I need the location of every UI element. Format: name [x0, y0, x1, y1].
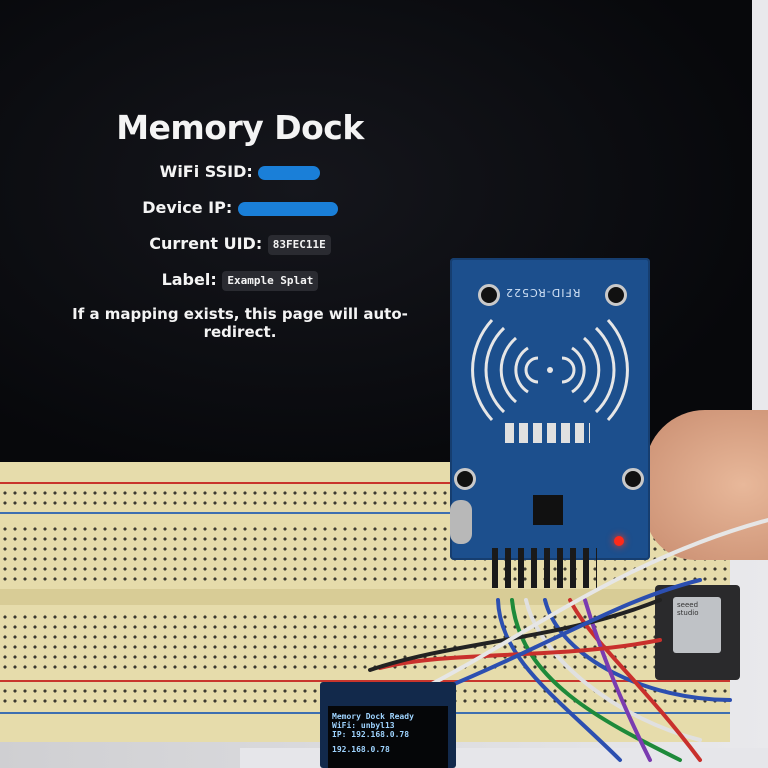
mfrc522-chip	[533, 495, 563, 525]
redirect-note: If a mapping exists, this page will auto…	[72, 305, 408, 341]
wire-green	[510, 598, 682, 762]
current-uid-label: Current UID:	[149, 234, 263, 253]
oled-display: Memory Dock Ready WiFi: unbyl13 IP: 192.…	[320, 682, 456, 768]
memory-dock-page: Memory Dock WiFi SSID: Device IP: Curren…	[40, 100, 440, 341]
page-title: Memory Dock	[116, 108, 364, 147]
wire-purple	[583, 598, 652, 762]
capacitor-pads	[505, 423, 590, 443]
wire-blue	[496, 598, 622, 762]
antenna-icon	[471, 318, 629, 422]
power-led	[614, 536, 624, 546]
crystal	[450, 500, 472, 544]
device-ip-label: Device IP:	[142, 198, 233, 217]
wifi-ssid-redacted	[258, 165, 321, 180]
oled-line-1: Memory Dock Ready	[332, 712, 414, 721]
wire-blue-3	[438, 578, 702, 692]
wire-white	[524, 598, 702, 742]
header-pins	[492, 548, 597, 588]
wire-red-2	[378, 638, 662, 670]
mount-hole	[478, 284, 500, 306]
center-channel	[0, 589, 730, 605]
oled-line-3: IP: 192.168.0.78	[332, 730, 410, 739]
wire-blue-2	[543, 598, 732, 702]
label-value: Example Splat	[222, 270, 319, 291]
rail-red-bottom	[0, 680, 730, 682]
wire-white-2	[418, 518, 768, 692]
device-ip-row: Device IP:	[40, 197, 440, 219]
oled-line-2: WiFi: unbyl13	[332, 721, 395, 730]
oled-screen: Memory Dock Ready WiFi: unbyl13 IP: 192.…	[328, 706, 448, 768]
xiao-board: seeed studio	[655, 585, 740, 680]
rail-blue	[0, 512, 730, 514]
label-row: Label: Example Splat	[40, 269, 440, 291]
hand	[645, 410, 768, 560]
mount-hole	[622, 468, 644, 490]
rfid-module: RFID-RC522	[450, 258, 650, 560]
wifi-ssid-row: WiFi SSID:	[40, 161, 440, 183]
mount-hole	[454, 468, 476, 490]
label-label: Label:	[161, 270, 217, 289]
xiao-shield: seeed studio	[673, 597, 721, 653]
mount-hole	[605, 284, 627, 306]
device-ip-redacted	[237, 201, 338, 216]
rail-red	[0, 482, 730, 484]
current-uid-value: 83FEC11E	[267, 234, 331, 255]
current-uid-row: Current UID: 83FEC11E	[40, 233, 440, 255]
oled-line-4: 192.168.0.78	[332, 745, 390, 754]
wifi-ssid-label: WiFi SSID:	[159, 162, 253, 181]
wire-red	[568, 598, 702, 762]
